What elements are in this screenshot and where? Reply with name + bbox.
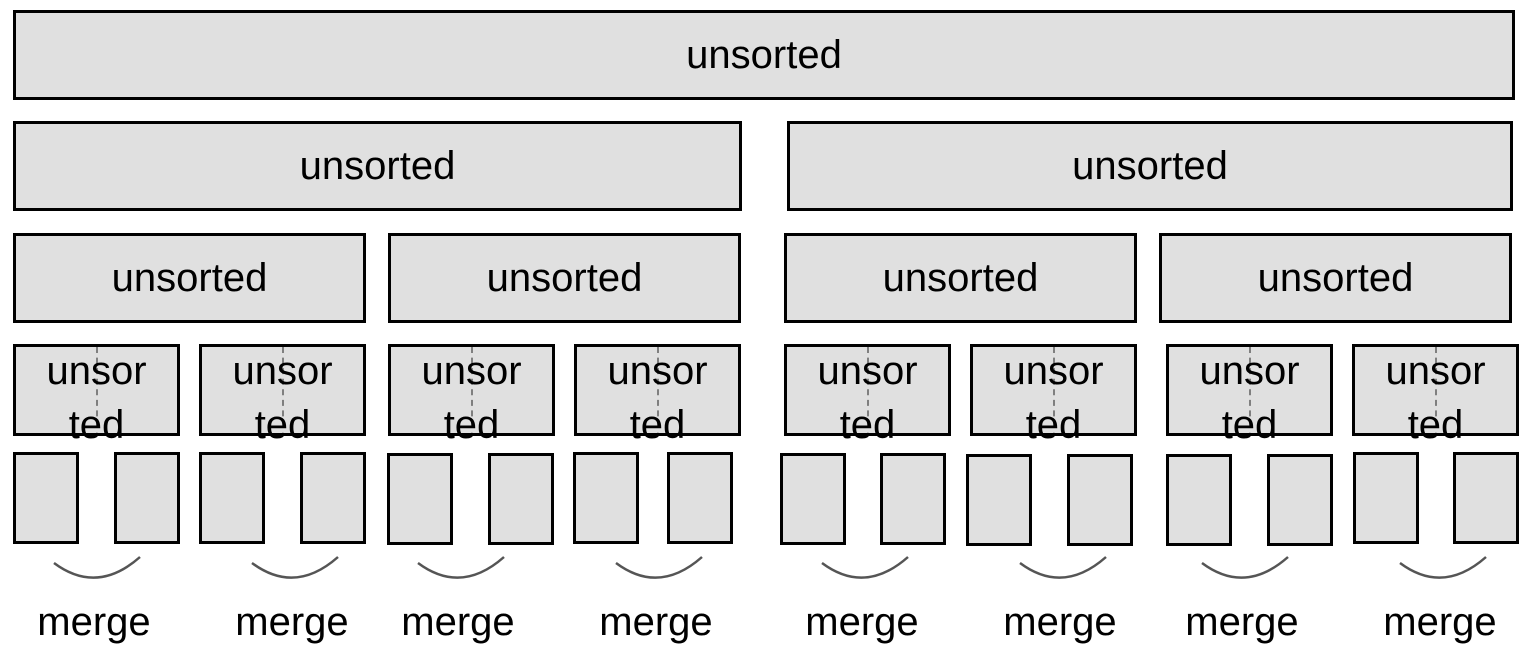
eighth-5-label-part2: ted — [839, 403, 896, 447]
element-box-14 — [1267, 454, 1333, 546]
eighth-1-box: unsor ted — [13, 344, 180, 445]
split-divider — [1249, 347, 1251, 427]
eighth-7-label-part1: unsor — [1199, 349, 1300, 393]
eighth-5-label-part1: unsor — [817, 349, 918, 393]
merge-arc-6 — [1019, 556, 1107, 579]
eighth-4-box: unsor ted — [574, 344, 741, 445]
merge-arc-4 — [615, 556, 703, 579]
eighth-3-box: unsor ted — [388, 344, 555, 445]
element-box-8 — [667, 452, 733, 544]
element-box-7 — [573, 452, 639, 544]
split-divider — [867, 347, 869, 427]
split-divider — [282, 347, 284, 427]
merge-label-8: merge — [1383, 600, 1497, 644]
top-unsorted-box: unsorted — [13, 10, 1515, 100]
eighth-6-box: unsor ted — [970, 344, 1137, 445]
eighth-2-label-part1: unsor — [232, 349, 333, 393]
eighth-7-label-part2: ted — [1221, 403, 1278, 447]
merge-label-5: merge — [805, 600, 919, 644]
quarter-2-box: unsorted — [388, 233, 741, 323]
eighth-3-label-part1: unsor — [421, 349, 522, 393]
element-box-3 — [199, 452, 265, 544]
split-divider — [96, 347, 98, 427]
element-box-6 — [488, 453, 554, 545]
quarter-4-box: unsorted — [1159, 233, 1512, 323]
half-right-label: unsorted — [1072, 144, 1228, 188]
split-divider — [1053, 347, 1055, 427]
quarter-1-label: unsorted — [111, 256, 268, 300]
quarter-2-label: unsorted — [486, 256, 643, 300]
eighth-8-label-part2: ted — [1407, 403, 1464, 447]
merge-arc-1 — [53, 556, 141, 579]
top-unsorted-label: unsorted — [686, 33, 842, 77]
element-box-1 — [13, 452, 79, 544]
half-right-box: unsorted — [787, 121, 1513, 211]
element-box-16 — [1453, 452, 1519, 544]
eighth-7-box: unsor ted — [1166, 344, 1333, 445]
eighth-2-box: unsor ted — [199, 344, 366, 445]
merge-arc-5 — [821, 556, 909, 579]
element-box-11 — [966, 454, 1032, 546]
split-divider — [1435, 347, 1437, 427]
quarter-4-label: unsorted — [1257, 256, 1414, 300]
element-box-4 — [300, 452, 366, 544]
eighth-6-label-part2: ted — [1025, 403, 1082, 447]
quarter-3-label: unsorted — [882, 256, 1039, 300]
merge-arc-7 — [1201, 556, 1289, 579]
eighth-1-label-part2: ted — [68, 403, 125, 447]
element-box-12 — [1067, 454, 1133, 546]
merge-arc-8 — [1399, 556, 1487, 579]
element-box-13 — [1166, 454, 1232, 546]
element-box-9 — [780, 453, 846, 545]
merge-arc-2 — [251, 556, 339, 579]
eighth-5-box: unsor ted — [784, 344, 951, 445]
eighth-4-label-part1: unsor — [607, 349, 708, 393]
split-divider — [657, 347, 659, 427]
merge-label-7: merge — [1185, 600, 1299, 644]
merge-label-3: merge — [401, 600, 515, 644]
half-left-box: unsorted — [13, 121, 742, 211]
eighth-2-label-part2: ted — [254, 403, 311, 447]
eighth-3-label-part2: ted — [443, 403, 500, 447]
eighth-1-label-part1: unsor — [46, 349, 147, 393]
merge-label-2: merge — [235, 600, 349, 644]
quarter-3-box: unsorted — [784, 233, 1137, 323]
half-left-label: unsorted — [299, 144, 456, 188]
eighth-4-label-part2: ted — [629, 403, 686, 447]
quarter-1-box: unsorted — [13, 233, 366, 323]
merge-label-1: merge — [37, 600, 151, 644]
merge-arc-3 — [417, 556, 505, 579]
eighth-6-label-part1: unsor — [1003, 349, 1104, 393]
merge-label-4: merge — [599, 600, 713, 644]
split-divider — [471, 347, 473, 427]
eighth-8-box: unsor ted — [1352, 344, 1519, 445]
element-box-15 — [1353, 452, 1419, 544]
element-box-5 — [387, 453, 453, 545]
element-box-2 — [114, 452, 180, 544]
eighth-8-label-part1: unsor — [1385, 349, 1486, 393]
merge-label-6: merge — [1003, 600, 1117, 644]
element-box-10 — [880, 453, 946, 545]
